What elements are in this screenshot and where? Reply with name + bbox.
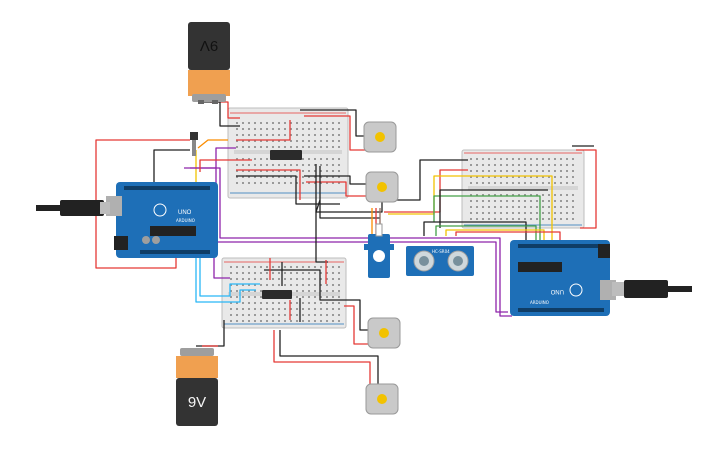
arduino-left-brand: ARDUINO xyxy=(176,218,195,223)
motor-driver-chip-bottom[interactable] xyxy=(262,290,292,299)
battery-top[interactable]: 9V xyxy=(188,22,230,104)
breadboard-right[interactable] xyxy=(461,149,585,229)
battery-bottom[interactable]: 9V xyxy=(176,348,218,426)
dc-motor-icon[interactable] xyxy=(365,171,399,203)
battery-bottom-label: 9V xyxy=(188,394,206,411)
arduino-right[interactable]: UNO ARDUINO xyxy=(510,240,616,316)
servo-icon[interactable] xyxy=(364,223,394,278)
arduino-right-logo: UNO xyxy=(550,288,564,294)
arduino-left-logo: UNO xyxy=(178,210,192,216)
battery-top-label: 9V xyxy=(200,37,218,54)
push-button-icon[interactable] xyxy=(190,132,198,156)
motor-driver-chip-top[interactable] xyxy=(270,150,302,160)
wires xyxy=(95,101,597,396)
arduino-right-brand: ARDUINO xyxy=(530,300,549,305)
usb-cable-icon[interactable] xyxy=(36,200,110,216)
arduino-left[interactable]: UNO ARDUINO xyxy=(106,182,218,258)
usb-cable-icon[interactable] xyxy=(612,280,692,298)
dc-motor-icon[interactable] xyxy=(367,317,401,349)
sensor-label: HC-SR04 xyxy=(432,249,450,254)
dc-motor-icon[interactable] xyxy=(365,383,399,415)
dc-motor-icon[interactable] xyxy=(363,121,397,153)
ultrasonic-sensor[interactable]: HC-SR04 xyxy=(406,246,474,276)
